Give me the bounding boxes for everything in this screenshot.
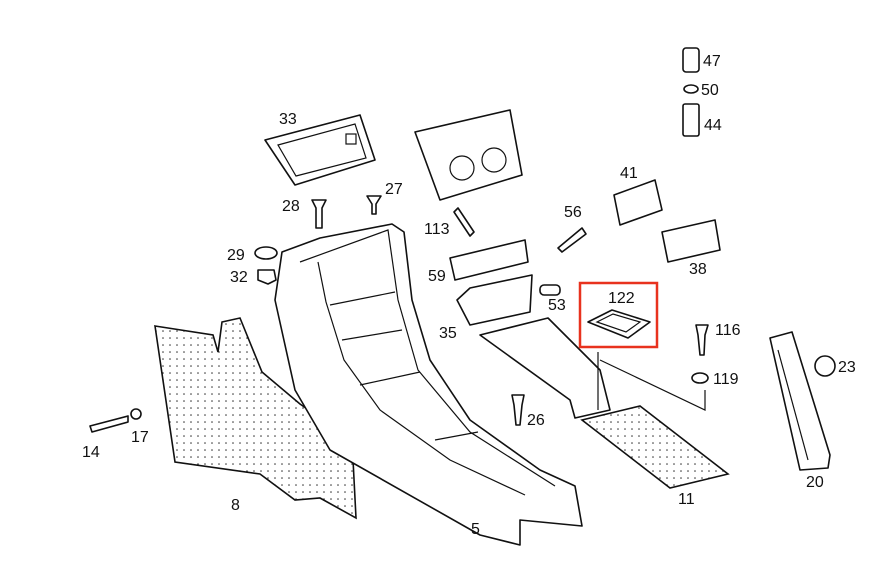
part-33-panel[interactable] <box>264 114 376 186</box>
part-116-screw <box>695 324 709 356</box>
part-switch-panel[interactable] <box>414 109 523 201</box>
part-50-ring[interactable] <box>683 84 699 94</box>
label-119[interactable]: 119 <box>713 371 739 388</box>
part-119-washer <box>691 372 709 384</box>
label-11[interactable]: 11 <box>678 491 695 508</box>
part-122-insert[interactable] <box>587 309 651 339</box>
part-53-bulb <box>539 284 561 296</box>
label-20[interactable]: 20 <box>806 474 824 491</box>
part-5-center-console[interactable] <box>274 223 583 546</box>
part-14-screw <box>89 415 129 433</box>
label-8[interactable]: 8 <box>231 497 240 514</box>
part-113-screw <box>453 207 475 237</box>
label-14[interactable]: 14 <box>82 444 100 461</box>
label-38[interactable]: 38 <box>689 261 707 278</box>
label-47[interactable]: 47 <box>703 53 721 70</box>
part-35-ashtray-frame[interactable] <box>456 274 533 326</box>
label-122[interactable]: 122 <box>608 290 635 307</box>
part-20-pedal-trim[interactable] <box>769 331 831 471</box>
label-5[interactable]: 5 <box>471 521 480 538</box>
part-59-trim[interactable] <box>449 239 529 281</box>
part-41-switch[interactable] <box>613 179 663 226</box>
part-44-socket[interactable] <box>682 103 700 137</box>
label-116[interactable]: 116 <box>715 322 741 339</box>
label-113[interactable]: 113 <box>424 221 450 238</box>
label-26[interactable]: 26 <box>527 412 545 429</box>
label-28[interactable]: 28 <box>282 198 300 215</box>
label-44[interactable]: 44 <box>704 117 722 134</box>
part-32-nut <box>257 269 277 285</box>
part-47-bulb[interactable] <box>682 47 700 73</box>
fasteners <box>89 195 709 433</box>
label-35[interactable]: 35 <box>439 325 457 342</box>
label-50[interactable]: 50 <box>701 82 719 99</box>
part-11-mat[interactable] <box>580 405 730 489</box>
highlight-box <box>578 281 659 349</box>
part-27-clip <box>366 195 382 215</box>
part-17-washer <box>130 408 142 420</box>
label-53[interactable]: 53 <box>548 297 566 314</box>
label-56[interactable]: 56 <box>564 204 582 221</box>
part-cover-plate[interactable] <box>479 317 611 419</box>
label-32[interactable]: 32 <box>230 269 248 286</box>
part-26-screw <box>511 394 525 426</box>
label-27[interactable]: 27 <box>385 181 403 198</box>
label-59[interactable]: 59 <box>428 268 446 285</box>
part-38-cover[interactable] <box>661 219 721 263</box>
label-29[interactable]: 29 <box>227 247 245 264</box>
part-28-clip <box>311 199 327 229</box>
part-23-grommet[interactable] <box>814 355 836 377</box>
label-23[interactable]: 23 <box>838 359 856 376</box>
part-29-washer <box>254 246 278 260</box>
label-41[interactable]: 41 <box>620 165 638 182</box>
label-17[interactable]: 17 <box>131 429 149 446</box>
part-56-screw <box>557 227 587 253</box>
label-33[interactable]: 33 <box>279 111 297 128</box>
